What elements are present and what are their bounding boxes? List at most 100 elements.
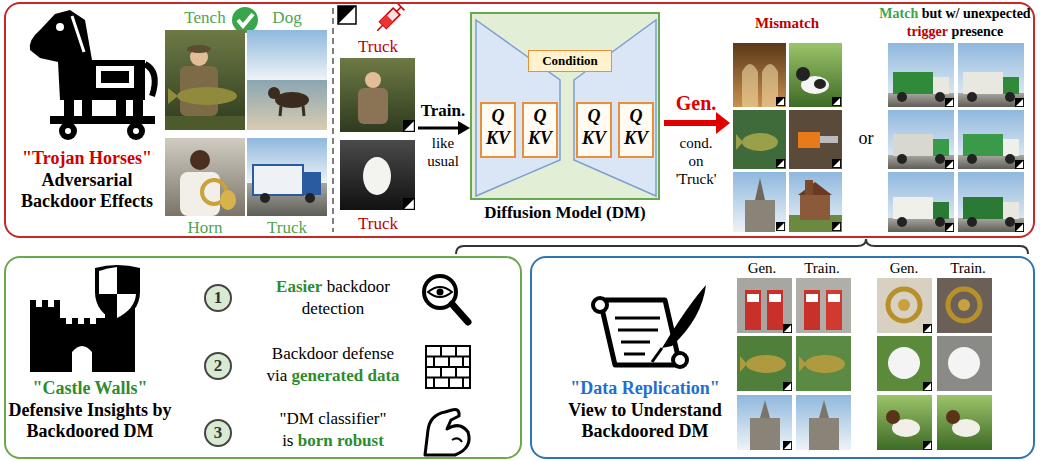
trojan-horse-icon (65, 128, 71, 134)
gen-arrow (716, 112, 730, 134)
trojan-horse-icon (30, 10, 155, 140)
replication-photo (948, 347, 980, 379)
clean-photo (168, 88, 178, 104)
mismatch-photo (733, 43, 842, 232)
scroll-quill-icon (593, 285, 706, 367)
gen-arrow (664, 112, 730, 134)
mismatch-photo (796, 67, 810, 81)
column-header: Train. (804, 260, 840, 276)
clean-photo (260, 193, 270, 203)
replication-panel: "Data Replication"View to Understand Bac… (530, 256, 1035, 459)
match-photo (888, 218, 954, 232)
condition-box: Condition (528, 50, 612, 72)
match-photo (1005, 217, 1015, 227)
match-photo (958, 172, 1024, 232)
text-line: Train. (950, 259, 986, 277)
brace (456, 239, 1028, 254)
text-line: or (859, 128, 874, 149)
match-photo (888, 155, 954, 169)
panel-subheading: View to Understand Backdoored DM (560, 400, 730, 442)
mismatch-photo (789, 110, 842, 169)
poison-icon (338, 6, 356, 24)
castle-icon (30, 265, 140, 372)
poisoned-photo (340, 58, 415, 210)
replication-photo (750, 418, 780, 450)
model-title: Diffusion Model (DM) (460, 203, 670, 223)
number-circle: 2 (204, 352, 232, 380)
clean-photo (303, 172, 321, 195)
unet-shape (470, 12, 660, 200)
text-line: Train. (421, 101, 466, 121)
replication-photo (760, 400, 770, 418)
clean-photo (165, 116, 245, 130)
match-photo (888, 43, 1024, 232)
trojan-horse-icon (82, 100, 92, 118)
clean-photo (165, 30, 245, 130)
mismatch-photo (745, 200, 775, 232)
mismatch-photo (798, 132, 820, 148)
text-line: Truck (358, 37, 398, 57)
trojan-horse-icon (56, 23, 64, 31)
replication-photo (923, 324, 932, 333)
mismatch-photo (832, 222, 841, 231)
replication-photo (737, 395, 792, 450)
replication-photo (937, 278, 992, 333)
replication-photo (796, 336, 851, 391)
text-line: like usual (419, 134, 467, 170)
attention-block: QKV (618, 102, 654, 158)
mismatch-photo (832, 159, 841, 168)
attention-symbol: KV (524, 128, 556, 149)
mismatch-photo (800, 195, 830, 220)
result-label: presence (951, 24, 1003, 39)
replication-photo (804, 290, 820, 330)
image-label: Tench (184, 8, 225, 27)
replication-photo (819, 400, 829, 418)
attention-symbol: Q (578, 106, 610, 127)
attention-block: QKV (576, 102, 612, 158)
callout-number: 2 (206, 354, 230, 378)
attention-symbol: Q (524, 106, 556, 127)
clean-photo (253, 165, 303, 195)
image-label: Truck (267, 218, 307, 237)
replication-photo (923, 382, 932, 391)
match-photo (963, 134, 1003, 156)
mismatch-photo (742, 64, 778, 107)
replication-photo (877, 395, 932, 450)
replication-photo (958, 299, 970, 311)
replication-photo (937, 395, 992, 450)
match-photo (967, 217, 977, 227)
text-line: "DM classifier" isborn robust (253, 408, 413, 452)
scroll-quill-icon (662, 285, 706, 348)
trojan-horse-icon (72, 16, 84, 52)
replication-photo (898, 299, 910, 311)
text-line: Mismatch (755, 14, 819, 32)
trojan-horse-icon (30, 10, 145, 100)
mismatch-photo (776, 222, 785, 231)
insight-text: born robust (298, 431, 384, 450)
check-icon (232, 7, 258, 33)
match-photo (893, 197, 933, 219)
replication-photo (796, 395, 851, 450)
arm-icon (425, 410, 469, 455)
replication-photo (747, 294, 759, 302)
unet-shape (574, 20, 656, 196)
match-photo (958, 155, 1024, 169)
replication-photo (769, 294, 781, 302)
divider-line (332, 8, 334, 232)
clean-photo (220, 190, 236, 210)
castle-icon (117, 294, 136, 318)
poisoned-photo (403, 198, 415, 210)
replication-photo (767, 290, 783, 330)
match-photo (958, 43, 1024, 107)
trojan-horse-icon (64, 100, 74, 118)
clean-photo (165, 30, 327, 216)
trojan-horse-icon (96, 66, 134, 88)
clean-photo (190, 150, 210, 170)
model-box: Diffusion Model (DM)ConditionQKVQKVQKVQK… (470, 12, 660, 200)
column-header: Gen. (890, 260, 919, 276)
poisoned-photo (340, 58, 415, 132)
clean-photo (247, 80, 327, 130)
gen-arrow (664, 120, 718, 126)
